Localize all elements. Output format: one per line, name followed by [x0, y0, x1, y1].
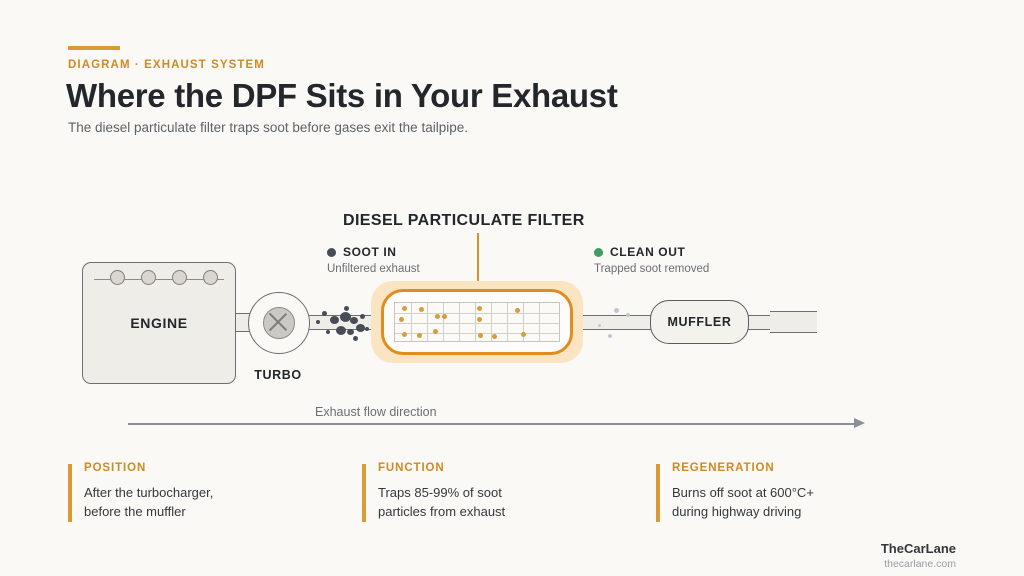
trapped-soot-particle [477, 306, 482, 311]
trapped-soot-particle [515, 308, 520, 313]
trapped-soot-particle [402, 306, 407, 311]
soot-particle-in [347, 329, 354, 335]
legend-clean-out-head: CLEAN OUT [594, 245, 709, 259]
engine-cylinder-4 [203, 270, 218, 285]
fact-card-function: FUNCTION Traps 85-99% of soot particles … [362, 462, 506, 522]
header-accent-bar [68, 46, 120, 50]
fact-card-position: POSITION After the turbocharger, before … [68, 462, 214, 522]
flow-direction-line [128, 423, 854, 425]
clean-particle-out [598, 324, 601, 327]
trapped-soot-particle [399, 317, 404, 322]
fact-heading: POSITION [84, 462, 147, 474]
fact-accent-rule [68, 464, 72, 522]
grid-line-vertical [459, 303, 460, 341]
grid-line-vertical [443, 303, 444, 341]
header-eyebrow: DIAGRAM · EXHAUST SYSTEM [68, 59, 265, 71]
soot-particle-in [365, 327, 369, 331]
dpf-callout-title: DIESEL PARTICULATE FILTER [343, 212, 585, 229]
fact-card-regeneration: REGENERATION Burns off soot at 600°C+ du… [656, 462, 814, 522]
trapped-soot-particle [478, 333, 483, 338]
legend-soot-in-label: SOOT IN [343, 245, 397, 259]
grid-line-horizontal [395, 313, 559, 314]
soot-particle-in [340, 312, 351, 322]
pipe-engine-to-turbo [232, 313, 252, 332]
trapped-soot-particle [521, 332, 526, 337]
tailpipe [770, 311, 817, 333]
flow-arrow-icon [854, 418, 865, 428]
soot-particle-in [330, 316, 339, 324]
fact-body: Burns off soot at 600°C+ during highway … [672, 485, 814, 519]
dpf-honeycomb-grid [394, 302, 560, 342]
engine-cylinder-3 [172, 270, 187, 285]
grid-line-vertical [411, 303, 412, 341]
clean-particle-out [614, 308, 619, 313]
soot-particle-in [350, 317, 358, 324]
clean-out-dot-icon [594, 247, 603, 257]
soot-particle-in [326, 330, 330, 334]
trapped-soot-particle [435, 314, 440, 319]
engine-block: ENGINE [82, 262, 236, 384]
trapped-soot-particle [492, 334, 497, 339]
trapped-soot-particle [442, 314, 447, 319]
grid-line-vertical [491, 303, 492, 341]
muffler-label: MUFFLER [667, 315, 732, 329]
pipe-muffler-to-tailpipe [744, 315, 772, 330]
engine-cylinder-2 [141, 270, 156, 285]
page-subtitle: The diesel particulate filter traps soot… [68, 120, 468, 135]
trapped-soot-particle [477, 317, 482, 322]
turbo-label: TURBO [254, 368, 302, 382]
muffler-body [650, 300, 749, 344]
brand-name: TheCarLane [880, 541, 956, 556]
soot-particle-in [344, 306, 349, 311]
legend-soot-in-sublabel: Unfiltered exhaust [327, 263, 420, 275]
grid-line-vertical [427, 303, 428, 341]
page-title: Where the DPF Sits in Your Exhaust [66, 77, 618, 114]
grid-line-vertical [523, 303, 524, 341]
pipe-dpf-to-muffler [580, 315, 655, 330]
trapped-soot-particle [402, 332, 407, 337]
soot-particle-in [336, 326, 346, 335]
trapped-soot-particle [433, 329, 438, 334]
brand-url: thecarlane.com [884, 558, 956, 570]
legend-soot-in-head: SOOT IN [327, 245, 420, 259]
grid-line-vertical [539, 303, 540, 341]
engine-label: ENGINE [130, 315, 188, 331]
clean-particle-out [626, 313, 630, 317]
clean-particle-out [608, 334, 612, 338]
soot-particle-in [356, 324, 365, 332]
engine-cylinder-1 [110, 270, 125, 285]
grid-line-horizontal [395, 333, 559, 334]
flow-direction-label: Exhaust flow direction [315, 405, 437, 419]
grid-line-horizontal [395, 323, 559, 324]
fact-body: After the turbocharger, before the muffl… [84, 485, 214, 519]
trapped-soot-particle [417, 333, 422, 338]
fact-accent-rule [656, 464, 660, 522]
fact-body: Traps 85-99% of soot particles from exha… [378, 485, 506, 519]
grid-line-vertical [475, 303, 476, 341]
fact-heading: FUNCTION [378, 462, 445, 474]
engine-head-line [94, 279, 224, 281]
dpf-callout-leader-line [477, 233, 479, 293]
soot-particle-in [353, 336, 358, 341]
legend-clean-out-label: CLEAN OUT [610, 245, 686, 259]
legend-soot-in: SOOT IN Unfiltered exhaust [327, 245, 420, 275]
trapped-soot-particle [419, 307, 424, 312]
soot-particle-in [360, 314, 365, 319]
fact-heading: REGENERATION [672, 462, 775, 474]
fact-accent-rule [362, 464, 366, 522]
grid-line-vertical [507, 303, 508, 341]
legend-clean-out: CLEAN OUT Trapped soot removed [594, 245, 709, 275]
legend-clean-out-sublabel: Trapped soot removed [594, 263, 710, 275]
soot-particle-in [322, 311, 327, 316]
soot-particle-in [316, 320, 320, 324]
soot-in-dot-icon [327, 247, 336, 257]
